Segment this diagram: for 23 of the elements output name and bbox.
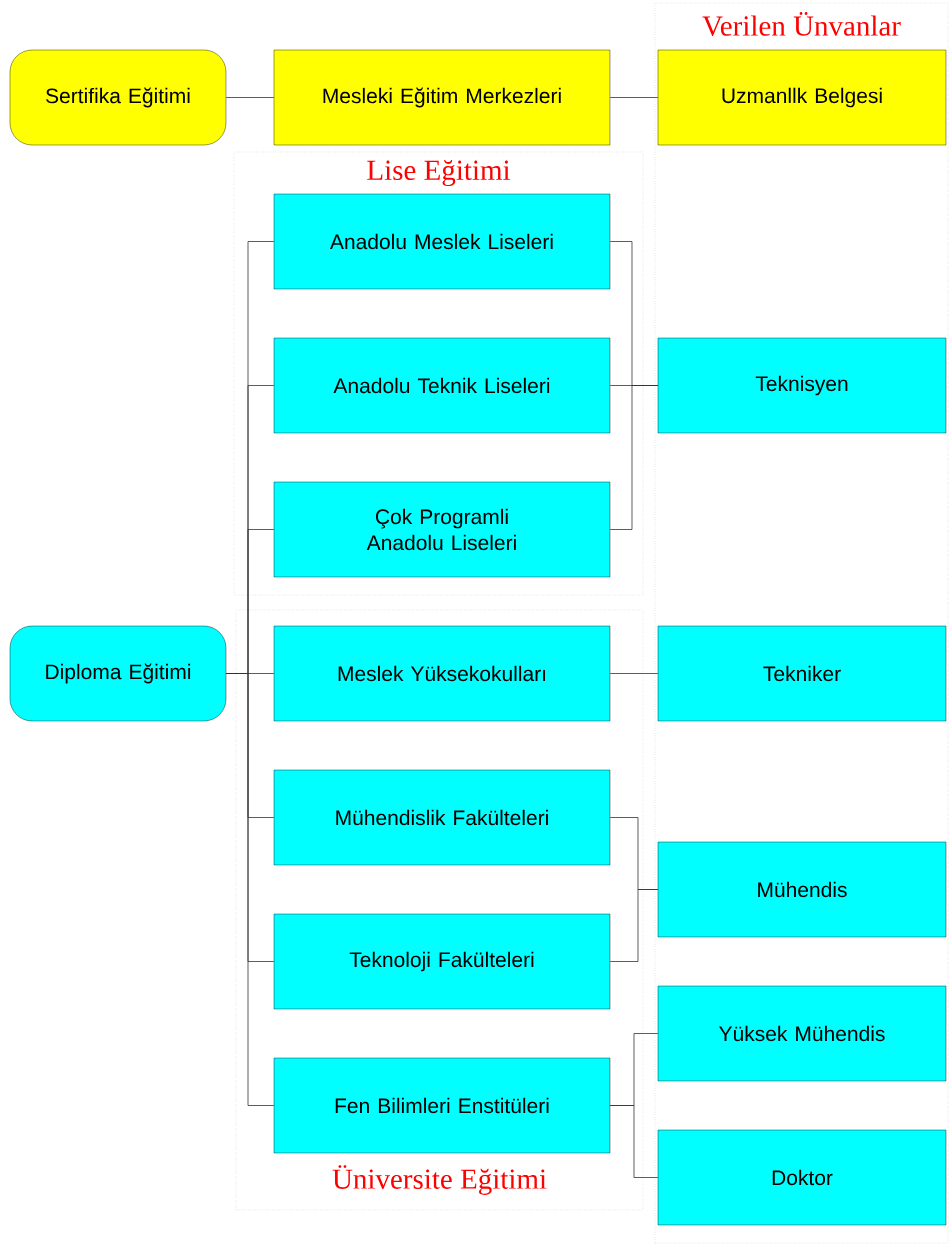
connector-line: [609, 889, 659, 962]
process-box: Teknisyen: [657, 337, 947, 434]
process-box: Meslek Yüksekokulları: [273, 625, 611, 722]
process-box: Mühendislik Fakülteleri: [273, 769, 611, 866]
connector-line: [225, 673, 275, 1106]
process-box: Mühendis: [657, 841, 947, 938]
process-box: Çok Programli Anadolu Liseleri: [273, 481, 611, 578]
connector-line: [609, 1105, 659, 1178]
process-box: Teknoloji Fakülteleri: [273, 913, 611, 1010]
process-box: Doktor: [657, 1129, 947, 1226]
connector-line: [609, 673, 659, 674]
process-box: Yüksek Mühendis: [657, 985, 947, 1082]
process-box: Uzmanllk Belgesi: [657, 49, 947, 146]
rounded-box: Sertifika Eğitimi: [9, 49, 227, 146]
process-box: Anadolu Meslek Liseleri: [273, 193, 611, 290]
connector-line: [609, 97, 659, 98]
connector-line: [609, 385, 659, 530]
rounded-box: Diploma Eğitimi: [9, 625, 227, 722]
process-box: Fen Bilimleri Enstitüleri: [273, 1057, 611, 1154]
process-box: Mesleki Eğitim Merkezleri: [273, 49, 611, 146]
process-box: Anadolu Teknik Liseleri: [273, 337, 611, 434]
connector-line: [225, 97, 275, 98]
process-box: Tekniker: [657, 625, 947, 722]
